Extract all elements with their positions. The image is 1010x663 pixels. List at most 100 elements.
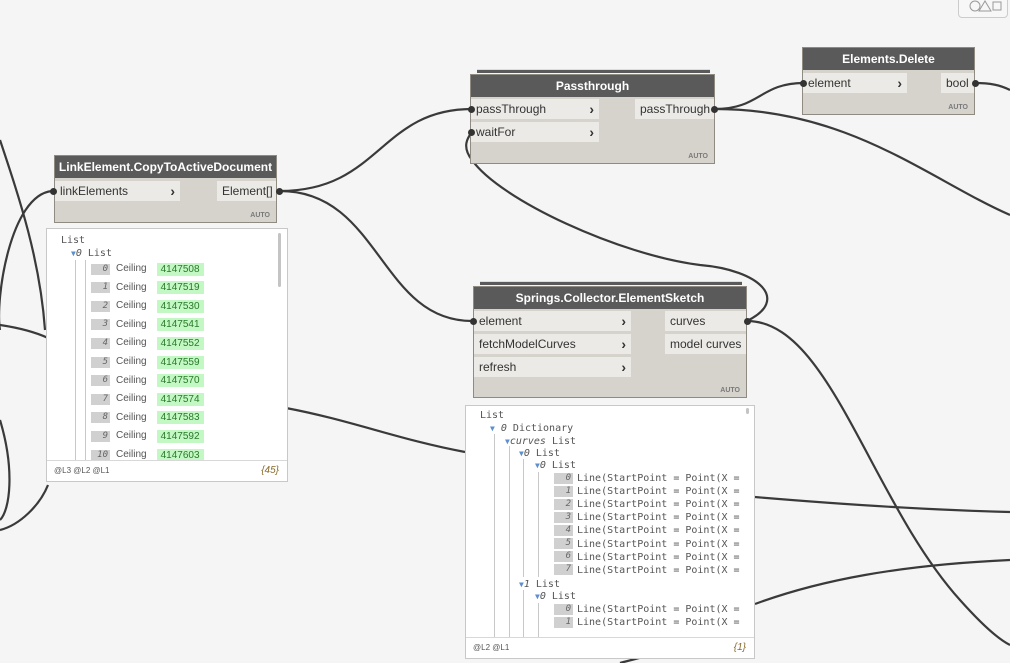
input-port-passthrough[interactable]: passThrough › [471,99,599,119]
input-port-element[interactable]: element › [474,311,631,331]
port-label: model curves [670,337,742,351]
item-index: 0 [91,263,110,275]
item-index: 7 [554,564,573,576]
element-id-link[interactable]: 4147574 [156,392,204,406]
input-port-linkelements[interactable]: linkElements › [55,181,180,201]
input-port-waitfor[interactable]: waitFor › [471,122,599,142]
element-id-link[interactable]: 4147530 [156,299,204,313]
port-label: bool [946,76,969,90]
tree-sublist-0-0[interactable]: ▼0 List [535,460,576,471]
output-port-curves[interactable]: curves [665,311,746,331]
list-item: 2 Line(StartPoint = Point(X = [554,498,740,512]
collapse-arrow-icon[interactable]: ▼ [535,461,540,470]
element-id-link[interactable]: 4147603 [156,448,204,462]
element-id-link[interactable]: 4147570 [156,374,204,388]
output-port-model-curves[interactable]: model curves [665,334,746,354]
tree-guide [509,446,510,654]
item-index: 0 [554,472,573,484]
tree-sublist-0[interactable]: ▼0 List [519,448,560,459]
item-category: Ceiling [116,430,147,442]
element-id-link[interactable]: 4147508 [156,262,204,276]
list-item: 1 Line(StartPoint = Point(X = [554,616,740,630]
tree-sublist-1[interactable]: ▼1 List [519,579,560,590]
node-elements-delete[interactable]: Elements.Delete element › bool AUTO [803,48,974,114]
node-linkelement-copy[interactable]: LinkElement.CopyToActiveDocument linkEle… [55,156,276,222]
wire-delete-out [974,81,1010,91]
scrollbar[interactable] [278,233,281,287]
toolbar-shapes-button[interactable] [958,0,1008,18]
item-value: Line(StartPoint = Point(X = [577,617,740,629]
collapse-arrow-icon[interactable]: ▼ [519,580,524,589]
tree-guide [523,459,524,577]
input-port-element[interactable]: element › [803,73,907,93]
item-category: Ceiling [116,318,147,330]
tree-dictionary[interactable]: ▼ 0 Dictionary [490,423,574,434]
tree-sublist-1-0[interactable]: ▼0 List [535,591,576,602]
element-id-link[interactable]: 4147559 [156,355,204,369]
collapse-arrow-icon[interactable]: ▼ [519,449,524,458]
collapse-arrow-icon[interactable]: ▼ [490,424,495,433]
input-connector[interactable] [468,106,475,113]
node-springs-elementsketch[interactable]: Springs.Collector.ElementSketch element … [474,287,746,397]
tree-guide [538,603,539,654]
item-index: 1 [91,282,110,294]
output-port-element[interactable]: Element[] [217,181,276,201]
output-connector[interactable] [972,80,979,87]
element-id-link[interactable]: 4147519 [156,281,204,295]
lacing-label: AUTO [948,104,968,111]
port-label: linkElements [60,184,129,198]
node-passthrough[interactable]: Passthrough passThrough › waitFor › pass… [471,75,714,163]
item-index: 1 [554,616,573,628]
input-port-refresh[interactable]: refresh › [474,357,631,377]
wire-left-a [0,189,53,330]
chevron-right-icon: › [589,124,594,140]
item-index: 2 [554,498,573,510]
collapse-arrow-icon[interactable]: ▼ [71,249,76,258]
item-value: Line(StartPoint = Point(X = [577,525,740,537]
node-title[interactable]: Springs.Collector.ElementSketch [474,287,746,309]
node-title[interactable]: LinkElement.CopyToActiveDocument [55,156,276,178]
element-id-link[interactable]: 4147592 [156,429,204,443]
input-connector[interactable] [50,188,57,195]
output-connector[interactable] [744,318,751,325]
element-id-link[interactable]: 4147583 [156,411,204,425]
node-title[interactable]: Elements.Delete [803,48,974,70]
tree-key-curves[interactable]: ▼curves List [505,436,577,447]
output-port-bool[interactable]: bool [941,73,974,93]
wire-copy-to-passthrough [279,107,473,193]
output-port-passthrough[interactable]: passThrough [635,99,714,119]
input-connector[interactable] [468,129,475,136]
node-title[interactable]: Passthrough [471,75,714,97]
item-value: Line(StartPoint = Point(X = [577,499,740,511]
input-connector[interactable] [470,318,477,325]
input-port-fetchmodelcurves[interactable]: fetchModelCurves › [474,334,631,354]
element-id-link[interactable]: 4147541 [156,318,204,332]
wire-sketch-loop [465,131,769,322]
item-category: Ceiling [116,337,147,349]
element-id-link[interactable]: 4147552 [156,336,204,350]
collapse-arrow-icon[interactable]: ▼ [535,592,540,601]
scrollbar[interactable] [746,408,749,414]
item-category: Ceiling [116,411,147,423]
input-connector[interactable] [800,80,807,87]
item-index: 5 [91,356,110,368]
output-connector[interactable] [276,188,283,195]
item-category: Ceiling [116,300,147,312]
collapse-arrow-icon[interactable]: ▼ [505,437,510,446]
output-connector[interactable] [711,106,718,113]
tree-guide [75,260,76,460]
tree-sublist[interactable]: ▼0 List [71,248,112,259]
watch-preview-sketch[interactable]: List ▼ 0 Dictionary ▼curves List ▼0 List… [465,405,755,659]
